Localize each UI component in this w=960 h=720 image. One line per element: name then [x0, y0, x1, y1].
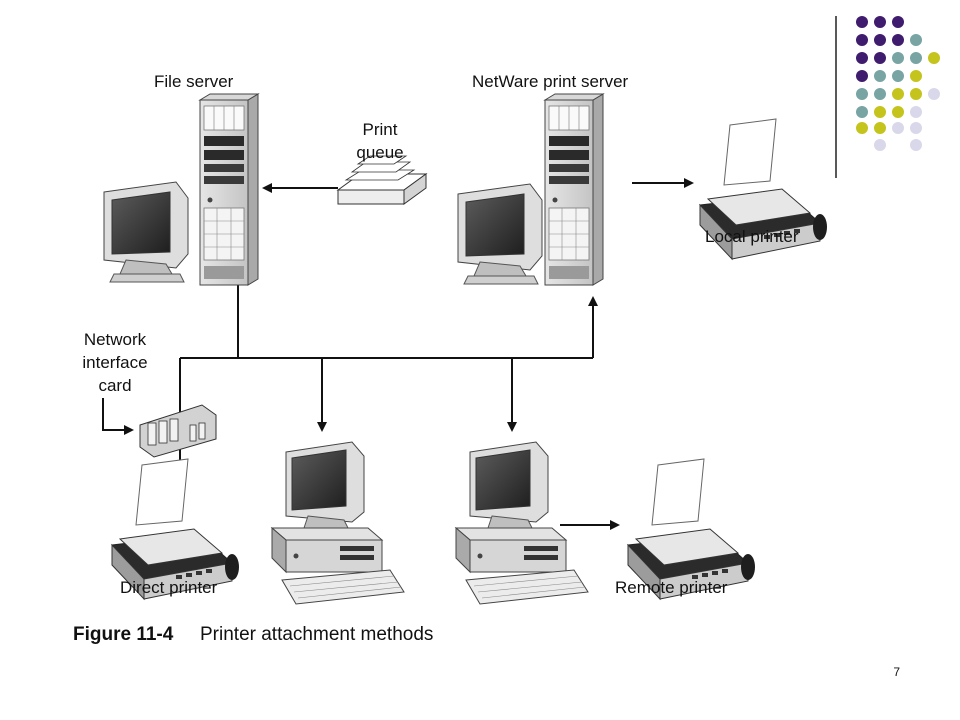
- tower-server-icon: [199, 93, 259, 286]
- label-print-queue-line-2: queue: [356, 143, 403, 162]
- desktop-computer-icon: [271, 441, 405, 605]
- label-local-printer: Local printer: [705, 227, 799, 246]
- figure-title: Printer attachment methods: [200, 624, 433, 645]
- paper-stack-icon: [337, 155, 427, 205]
- label-nic-line-2: interface: [82, 353, 147, 372]
- netware-print-server: [457, 93, 604, 286]
- label-direct-printer: Direct printer: [120, 578, 218, 597]
- arrow-to-nic: [102, 398, 134, 435]
- figure-number: Figure 11-4: [73, 624, 174, 645]
- label-print-queue-line-1: Print: [363, 120, 398, 139]
- file-server: [103, 93, 259, 286]
- page-number: 7: [893, 665, 900, 679]
- label-file-server: File server: [154, 72, 234, 91]
- tower-server-icon: [544, 93, 604, 286]
- network-wiring: [102, 178, 694, 530]
- crt-monitor-icon: [457, 183, 543, 285]
- label-remote-printer: Remote printer: [615, 578, 728, 597]
- decorative-dot-grid: [856, 16, 940, 151]
- label-nic-line-1: Network: [84, 330, 147, 349]
- desktop-computer-icon: [455, 441, 589, 605]
- label-nic-line-3: card: [98, 376, 131, 395]
- network-card-icon: [139, 404, 217, 458]
- label-netware-print-server: NetWare print server: [472, 72, 629, 91]
- crt-monitor-icon: [103, 181, 189, 283]
